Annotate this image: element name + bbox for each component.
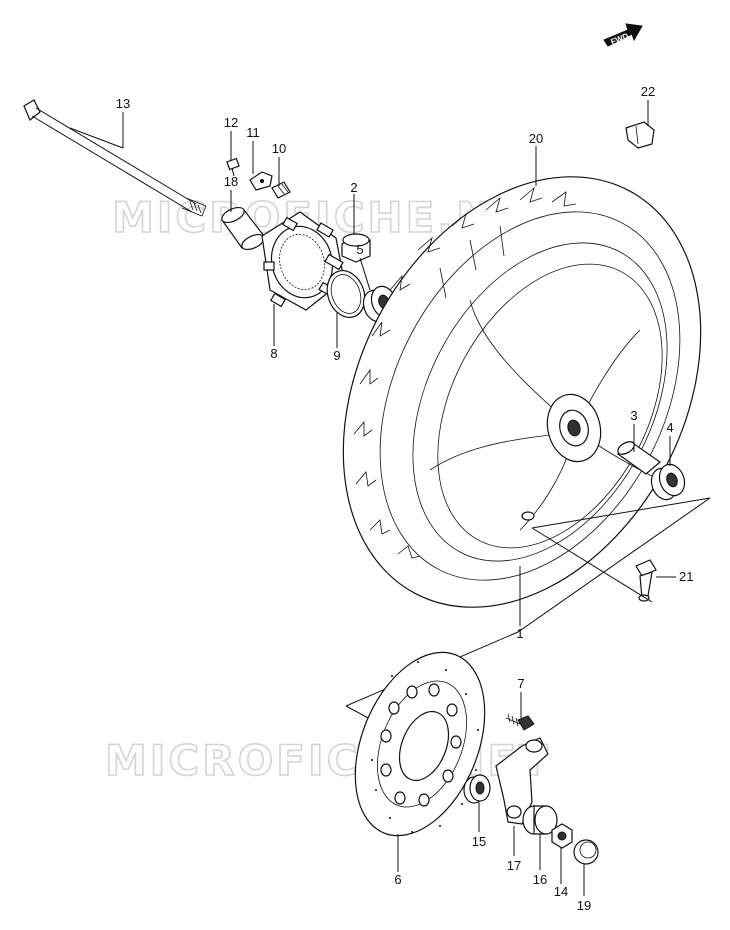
clamp-part [625, 121, 655, 149]
callout-8: 8 [270, 346, 277, 361]
valve-part [635, 559, 657, 602]
fwd-label: FWD [609, 31, 629, 46]
o-ring-part [326, 270, 366, 318]
callout-15: 15 [472, 834, 486, 849]
clip-part [249, 171, 273, 191]
right-bearing-part [650, 463, 686, 501]
callout-4: 4 [666, 420, 673, 435]
callout-6: 6 [394, 872, 401, 887]
bushing-part [463, 774, 491, 804]
callout-5: 5 [356, 242, 363, 257]
callout-2: 2 [350, 180, 357, 195]
callout-1: 1 [516, 626, 523, 641]
screw-part [226, 157, 240, 177]
forward-arrow-icon: FWD [603, 23, 643, 47]
axle-part [23, 99, 207, 217]
callouts: 1 2 3 4 5 6 7 8 9 10 11 12 13 14 15 16 1… [116, 84, 694, 913]
callout-10: 10 [272, 141, 286, 156]
callout-14: 14 [554, 884, 568, 899]
callout-20: 20 [529, 131, 543, 146]
callout-11: 11 [246, 125, 260, 140]
callout-13: 13 [116, 96, 130, 111]
right-spacer-part [616, 441, 661, 475]
brake-disc-part [354, 651, 486, 837]
callout-7: 7 [517, 676, 524, 691]
callout-9: 9 [333, 348, 340, 363]
nut-part [551, 823, 573, 849]
bracket-spacer-part [522, 805, 558, 835]
callout-18: 18 [224, 174, 238, 189]
callout-19: 19 [577, 898, 591, 913]
cap-part [573, 839, 599, 865]
callout-22: 22 [641, 84, 655, 99]
callout-3: 3 [630, 408, 637, 423]
spacer-part [221, 206, 265, 251]
leader-lines [69, 100, 676, 896]
callout-17: 17 [507, 858, 521, 873]
bracket-part [271, 181, 291, 199]
callout-16: 16 [533, 872, 547, 887]
callout-12: 12 [224, 115, 238, 130]
callout-21: 21 [679, 569, 693, 584]
collar-part [341, 233, 371, 263]
drive-bracket-part [495, 737, 549, 825]
sensor-hub-part [261, 211, 345, 311]
disc-bolt-part [505, 713, 535, 731]
